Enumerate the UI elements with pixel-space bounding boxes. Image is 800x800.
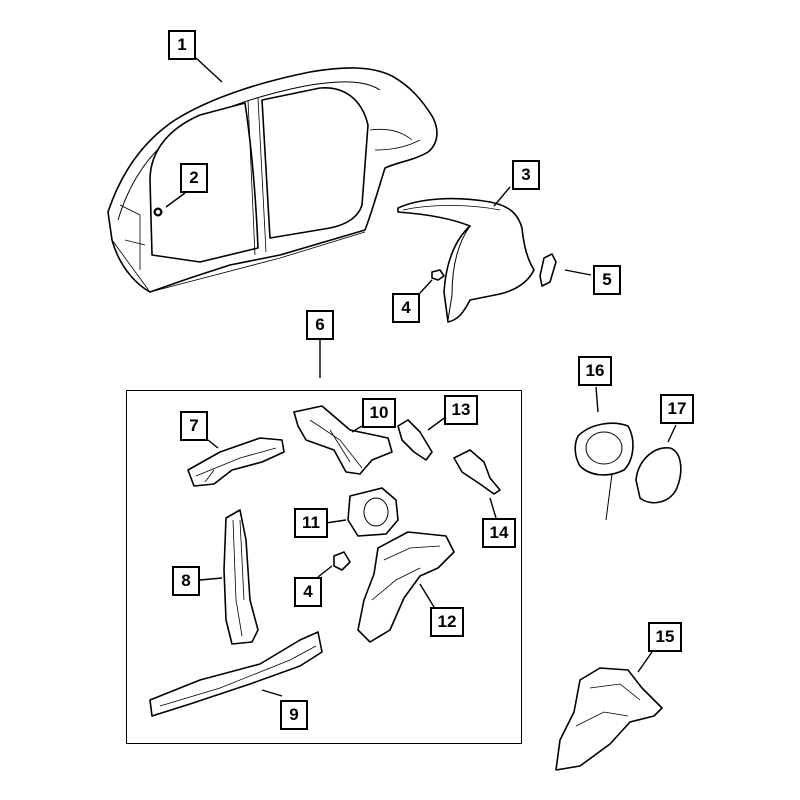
fuel-door-assembly-part-16 xyxy=(574,422,634,521)
callout-7: 7 xyxy=(180,411,208,441)
sill-part-9 xyxy=(149,631,323,717)
callout-16: 16 xyxy=(578,356,612,386)
fuel-door-part-17 xyxy=(635,447,682,504)
callout-4b: 4 xyxy=(294,577,322,607)
callout-5: 5 xyxy=(593,265,621,295)
bracket-part-14 xyxy=(453,449,501,495)
wheelhouse-part-12 xyxy=(357,531,455,643)
callout-12: 12 xyxy=(430,607,464,637)
b-pillar-part-8 xyxy=(223,509,259,645)
callout-15: 15 xyxy=(648,622,682,652)
callout-17: 17 xyxy=(660,394,694,424)
callout-8: 8 xyxy=(172,566,200,596)
quarter-panel xyxy=(397,197,535,323)
panel-part-10 xyxy=(293,405,393,475)
fuel-filler-housing-part-11 xyxy=(347,487,399,537)
bracket-part-13 xyxy=(397,419,433,461)
bracket-part-5 xyxy=(539,253,557,287)
clip-part-4-lower xyxy=(333,551,351,571)
body-side-aperture-panel xyxy=(107,67,438,293)
callout-9: 9 xyxy=(280,700,308,730)
callout-6: 6 xyxy=(306,310,334,340)
leader-lines xyxy=(165,57,677,697)
rail-part-7 xyxy=(187,437,285,487)
callout-2: 2 xyxy=(180,163,208,193)
plug-part-2 xyxy=(154,208,162,216)
callout-1: 1 xyxy=(168,30,196,60)
callout-13: 13 xyxy=(444,395,478,425)
clip-part-4-top xyxy=(431,269,445,281)
assembly-group-frame xyxy=(126,390,522,744)
callout-11: 11 xyxy=(294,508,328,538)
callout-4a: 4 xyxy=(392,293,420,323)
callout-3: 3 xyxy=(512,160,540,190)
callout-10: 10 xyxy=(362,398,396,428)
callout-14: 14 xyxy=(482,518,516,548)
inner-wheelhouse-part-15 xyxy=(555,667,663,771)
